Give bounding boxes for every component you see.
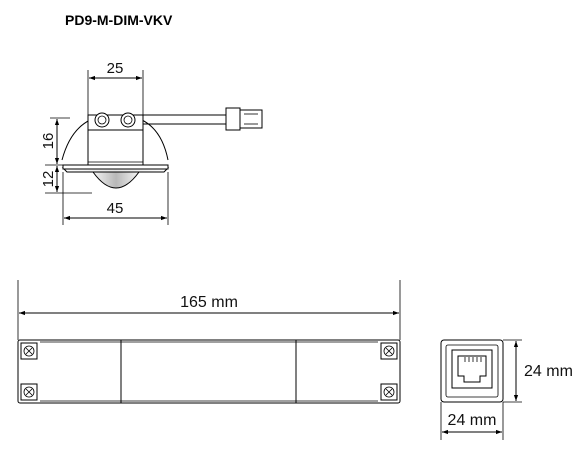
- product-title: PD9-M-DIM-VKV: [65, 12, 173, 28]
- sensor-cable: [140, 107, 263, 131]
- left-spring-clip: [61, 119, 91, 161]
- module-front-view: 165 mm: [17, 280, 401, 404]
- sensor-housing: [87, 129, 144, 166]
- sensor-side-view: 25 16 12 45: [40, 60, 263, 225]
- dimension-label-24-height: 24 mm: [524, 363, 573, 380]
- module-screw-icon: [20, 342, 398, 401]
- module-end-view: 24 mm 24 mm: [440, 339, 573, 440]
- module-housing: [17, 339, 401, 404]
- sensor-lens: [92, 171, 140, 189]
- right-spring-clip: [141, 119, 169, 161]
- rj-socket-icon: [451, 349, 493, 389]
- dimension-label-24-width: 24 mm: [448, 412, 497, 429]
- dimension-label-16: 16: [40, 133, 57, 150]
- dimension-label-165: 165 mm: [180, 294, 238, 311]
- dimension-label-45: 45: [107, 200, 124, 217]
- dimension-label-25: 25: [107, 60, 124, 77]
- terminal-screw-icon: [94, 112, 136, 128]
- dimension-label-12: 12: [40, 171, 57, 188]
